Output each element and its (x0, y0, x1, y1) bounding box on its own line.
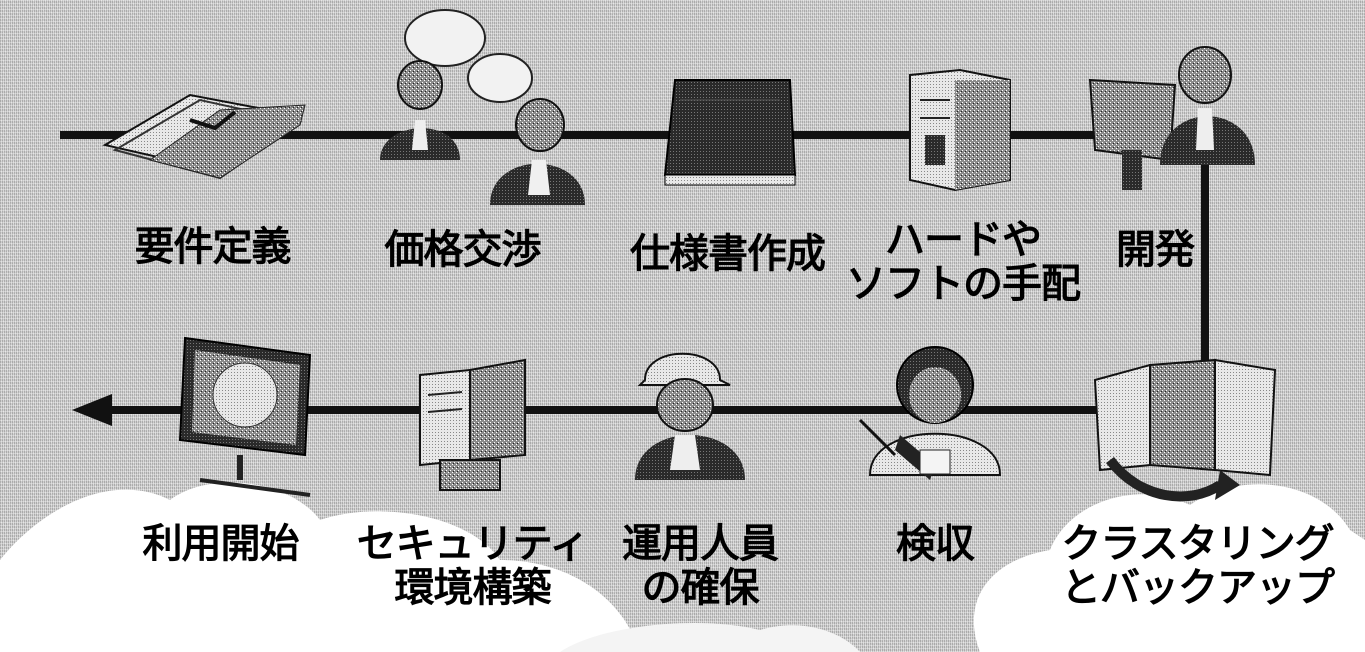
flow-arrow-head (72, 394, 112, 426)
cloud-right (560, 484, 1365, 652)
server-tower-icon (909, 68, 1011, 192)
security-server-icon (419, 358, 526, 491)
step-label-requirements: 要件定義 (134, 224, 292, 270)
step-label-development: 開発 (1116, 227, 1195, 273)
cloud-left (0, 482, 640, 652)
cluster-servers-icon (1093, 358, 1277, 502)
step-label-security-setup: セキュリティ 環境構築 (356, 521, 590, 611)
step-label-procurement: ハードや ソフトの手配 (846, 217, 1081, 307)
documents-icon (102, 93, 306, 180)
step-label-price-negotiation: 価格交渉 (384, 227, 542, 273)
negotiation-people-icon (380, 9, 585, 205)
step-label-clustering-backup: クラスタリング とバックアップ (1061, 521, 1335, 611)
monitor-globe-icon (178, 336, 312, 497)
operator-helmet-icon (635, 352, 745, 480)
step-label-staffing: 運用人員 の確保 (622, 521, 779, 611)
book-icon (663, 79, 797, 186)
step-label-start-of-use: 利用開始 (142, 521, 300, 567)
step-label-acceptance: 検収 (896, 521, 975, 567)
developer-at-monitor-icon (1088, 46, 1255, 190)
step-label-spec-writing: 仕様書作成 (630, 231, 826, 277)
inspector-icon (858, 346, 1002, 480)
